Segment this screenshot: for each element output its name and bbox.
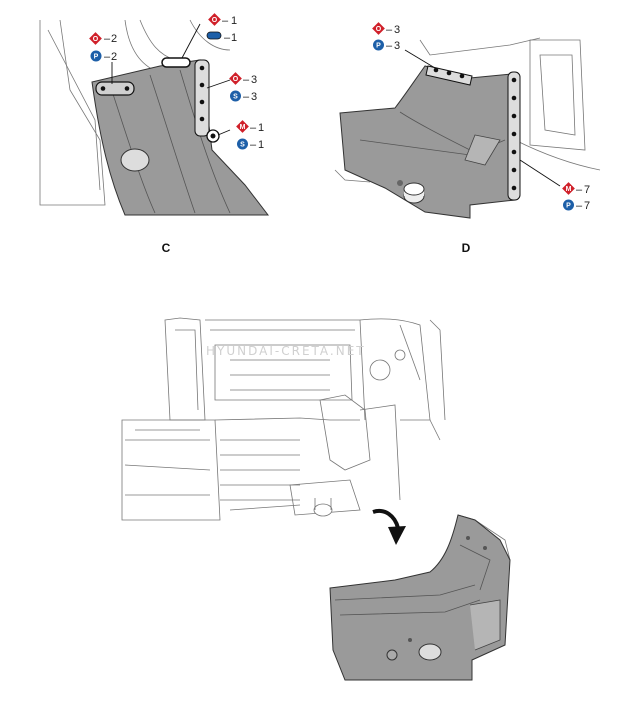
callout-dash: – [576, 184, 583, 196]
callout-symbol: O [376, 26, 382, 33]
callout-symbol: M [566, 186, 572, 193]
view-c-illustration [39, 19, 270, 216]
callout-dash: – [386, 40, 393, 52]
callout-c-sealer-3: S – 3 [230, 90, 257, 103]
callout-c-adhesive-3: O – 3 [229, 72, 257, 86]
view-d-illustration [334, 37, 601, 219]
callout-symbol: O [93, 36, 99, 43]
callout-dash: – [243, 74, 250, 86]
callout-value: 1 [231, 32, 237, 44]
callout-dash: – [222, 15, 229, 27]
view-label-c: C [162, 241, 171, 255]
callout-d-mastic-7: M – 7 [562, 182, 590, 196]
callout-value: 7 [584, 200, 590, 212]
view-c-leaders [111, 23, 231, 136]
callout-c-mastic-1: M – 1 [236, 120, 264, 134]
callout-dash: – [224, 32, 231, 44]
callout-d-plug-3: P – 3 [373, 39, 400, 52]
callout-symbol: P [566, 203, 571, 210]
callout-value: 1 [258, 122, 264, 134]
callout-symbol: S [240, 142, 245, 149]
callout-dash: – [576, 200, 583, 212]
callout-dash: – [250, 122, 257, 134]
callout-value: 3 [394, 24, 400, 36]
callout-value: 3 [251, 91, 257, 103]
view-label-d: D [462, 241, 471, 255]
view-d-leaders [404, 49, 561, 187]
vehicle-interior-line-art [121, 317, 446, 521]
callout-symbol: O [233, 76, 239, 83]
curved-arrow-icon [372, 509, 406, 545]
callout-dash: – [250, 139, 257, 151]
wheelhouse-panel-d [339, 65, 516, 219]
callout-value: 3 [394, 40, 400, 52]
callout-value: 2 [111, 33, 117, 45]
callout-dash: – [104, 51, 111, 63]
callout-value: 3 [251, 74, 257, 86]
callout-symbol: P [376, 43, 381, 50]
callout-value: 7 [584, 184, 590, 196]
callout-symbol: M [240, 124, 246, 131]
callout-symbol: O [212, 17, 218, 24]
callout-value: 1 [231, 15, 237, 27]
callout-symbol: S [233, 94, 238, 101]
callout-symbol: P [94, 54, 99, 61]
callout-value: 1 [258, 139, 264, 151]
callout-value: 2 [111, 51, 117, 63]
callout-c-plug-2: P – 2 [90, 50, 117, 63]
callout-c-adhesive-2: O – 2 [89, 32, 117, 45]
callout-d-adhesive-3: O – 3 [372, 22, 400, 36]
callout-c-adhesive-1: O – 1 [208, 13, 237, 27]
callout-d-plug-7: P – 7 [563, 199, 590, 212]
callout-dash: – [243, 91, 250, 103]
callout-dash: – [104, 33, 111, 45]
removed-wheelhouse-panel [329, 514, 511, 681]
callout-dash: – [386, 24, 393, 36]
callout-c-pill-1: – 1 [206, 31, 237, 44]
watermark-text: HYUNDAI-CRETA.NET [206, 344, 366, 358]
callout-c-sealer-1: S – 1 [237, 138, 264, 151]
